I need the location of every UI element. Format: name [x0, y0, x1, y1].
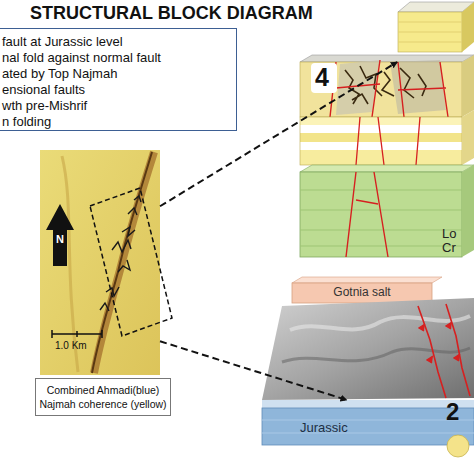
strata-line [262, 420, 474, 433]
fault-line [418, 304, 470, 398]
note-text: fault at Jurassic level [2, 35, 123, 50]
structure-surface [262, 298, 474, 400]
callout-number: 2 [446, 398, 459, 426]
caption-box: Combined Ahmadi(blue) Najmah coherence (… [35, 378, 171, 416]
scale-bar [52, 330, 102, 338]
marker-circle [447, 435, 469, 457]
callout-number: 4 [315, 63, 329, 92]
layer-label: Jurassic [300, 421, 348, 436]
stratum [300, 150, 462, 165]
fault-line [346, 172, 388, 257]
callout-patch [311, 63, 337, 93]
dashed-arrow [160, 341, 347, 400]
najmah-layer: 4 [300, 62, 462, 117]
band-top [292, 277, 442, 283]
layer-label: Lo Cr [442, 227, 462, 255]
fault-trace [92, 152, 152, 373]
seismic-map [40, 150, 160, 375]
dashed-arrow [160, 62, 397, 206]
map-panel: N 1.0 Km [40, 150, 160, 375]
diagram-title: STRUCTURAL BLOCK DIAGRAM [30, 3, 313, 24]
block-top [398, 2, 474, 12]
block-side [462, 110, 474, 165]
layer-label: Gotnia salt [292, 286, 432, 300]
block-front [398, 12, 462, 52]
block-side [462, 2, 474, 52]
strata-line [398, 22, 462, 42]
relief [282, 348, 470, 362]
dashed-outline [90, 188, 172, 336]
block-top [300, 165, 474, 172]
cretaceous-block: Lo Cr [300, 172, 462, 257]
north-arrow [46, 204, 74, 266]
fault-trace [94, 152, 154, 373]
note-text: ensional faults [2, 83, 85, 98]
fault-line [330, 60, 448, 117]
relief [290, 316, 470, 330]
salt-band [292, 283, 432, 303]
stratum [300, 125, 462, 133]
note-text: nal fold against normal fault [2, 51, 161, 66]
fault-line [356, 117, 420, 165]
notes-box: fault at Jurassic levelnal fold against … [0, 28, 237, 131]
fracture-scribble [100, 196, 141, 311]
note-text: n folding [2, 115, 51, 130]
fault-tick [419, 322, 460, 363]
note-text: wth pre-Mishrif [2, 99, 87, 114]
block-side [462, 165, 474, 257]
jurassic-band [262, 408, 474, 445]
block-outline [300, 117, 462, 165]
fracture-scribble [345, 66, 426, 104]
block-front [300, 172, 462, 257]
block-top [300, 55, 474, 62]
block-side [462, 55, 474, 117]
caption-text: Combined Ahmadi(blue) Najmah coherence (… [37, 383, 169, 411]
scale-label: 1.0 Km [55, 340, 87, 352]
note-text: ated by Top Najmah [2, 67, 117, 82]
north-label: N [56, 233, 64, 246]
salt-band: Gotnia salt [292, 283, 432, 303]
band-top [262, 400, 474, 408]
jurassic-band: Jurassic [262, 400, 474, 445]
stratum [300, 117, 462, 125]
